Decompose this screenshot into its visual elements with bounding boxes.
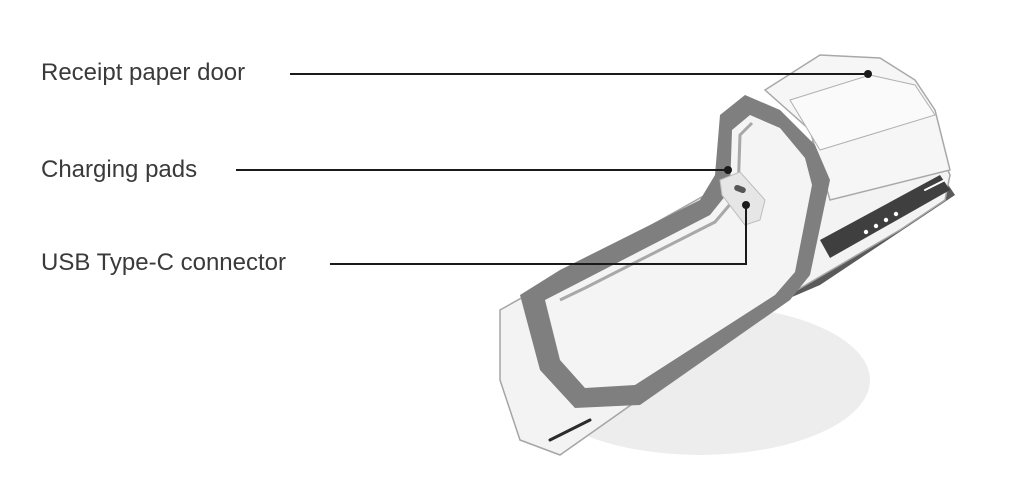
side-vent-dot	[873, 223, 879, 229]
usb-c-port	[734, 184, 746, 194]
receipt-paper-door	[789, 74, 936, 151]
usb-type-c-connector-label: USB Type-C connector	[41, 249, 287, 276]
side-port-strip	[820, 175, 950, 258]
side-vent-dot	[883, 217, 889, 223]
side-slot	[924, 179, 946, 191]
cradle-rim-highlight	[559, 121, 754, 302]
side-vent-dot	[863, 229, 869, 235]
charging-pads-marker	[724, 166, 732, 174]
usb-type-c-marker	[742, 201, 750, 209]
receipt-paper-door-marker	[864, 70, 872, 78]
charging-pad-area	[719, 171, 766, 226]
usb-type-c-leader	[330, 205, 747, 265]
callout-lines	[236, 73, 868, 265]
charging-pads-label: Charging pads	[41, 156, 198, 183]
receipt-paper-door-label: Receipt paper door	[41, 59, 246, 86]
side-vent-dot	[893, 211, 899, 217]
cradle-front-lip	[548, 418, 592, 442]
